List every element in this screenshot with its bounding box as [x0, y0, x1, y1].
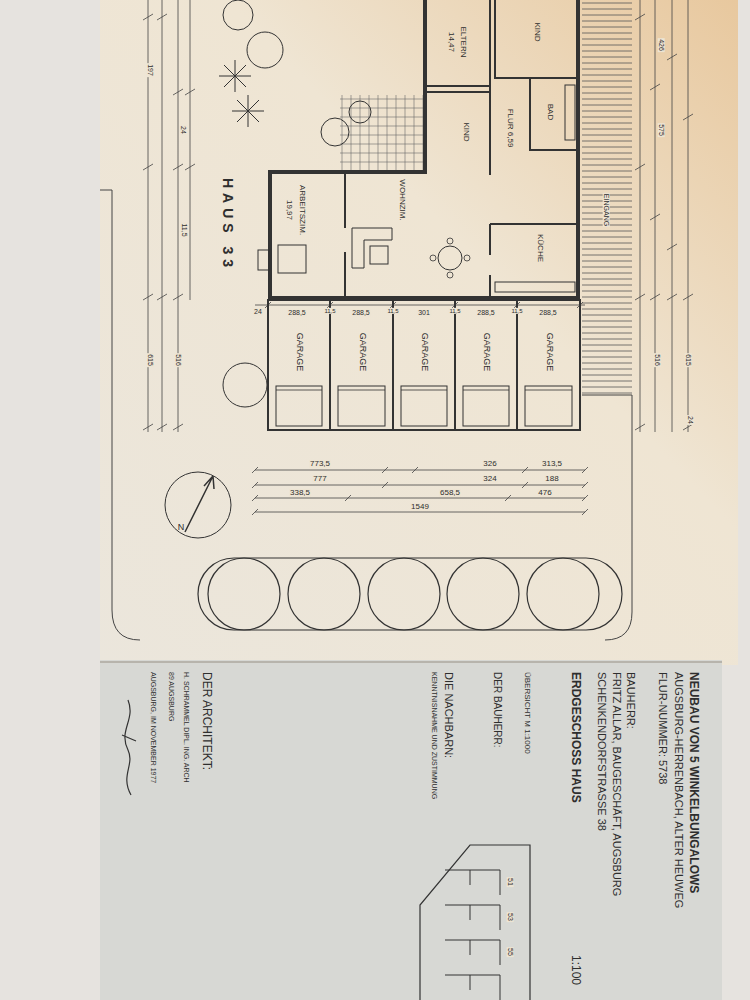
room-label: KÜCHE [492, 226, 577, 280]
title-text: ÜBERSICHT M 1:1000 [523, 672, 531, 754]
dimension-text: 777 [312, 475, 327, 483]
room-name: BAD [546, 104, 554, 120]
plot-number: 53 [506, 912, 513, 922]
entrance-label: EINGANG [602, 193, 609, 227]
dimension-text: 773,5 [309, 460, 331, 468]
house-name: HAUS 33 [221, 178, 236, 272]
room-name: FLUR 6,59 [506, 109, 514, 148]
title-text: KENNTNISNAHME UND ZUSTIMMUNG [430, 672, 437, 799]
dimension-text: 24 [179, 125, 186, 135]
title-text: FRITZ ALLAR, BAUGESCHÄFT, AUGSBURG [610, 672, 622, 896]
dimension-text: 324 [482, 475, 497, 483]
title-text: SCHENKENDORFSTRASSE 38 [595, 672, 607, 831]
title-text: DER ARCHITEKT: [201, 672, 214, 770]
dimension-text: 288,5 [287, 309, 307, 316]
title-text: NEUBAU VON 5 WINKELBUNGALOWS [688, 672, 701, 893]
plot-number: 55 [506, 947, 513, 957]
room-name: GARAGE [481, 333, 490, 372]
room-name: ARBEITSZIM. [298, 185, 306, 235]
room-name: GARAGE [544, 333, 553, 372]
room-label: ARBEITSZIM. 19,97 [272, 174, 344, 242]
dimension-text: 188 [544, 475, 559, 483]
title-text: AUGSBURG-HERRENBACH, ALTER HEUWEG [672, 672, 684, 908]
room-name: GARAGE [357, 333, 366, 372]
room-name: KÜCHE [536, 234, 544, 262]
dimension-text: 11,5 [448, 308, 461, 314]
dimension-text: 575 [657, 123, 664, 137]
plot-number: 51 [506, 877, 513, 887]
dimension-text: 615 [146, 353, 153, 367]
dimension-text: 11,5 [180, 222, 187, 237]
dimension-text: 326 [482, 460, 497, 468]
dimension-text: 24 [253, 308, 263, 315]
room-name: 19,97 [285, 200, 293, 220]
dimension-text: 338,5 [289, 489, 311, 497]
title-text: DIE NACHBARN: [442, 672, 454, 758]
room-label: KIND [427, 93, 489, 171]
dimension-text: 288,5 [476, 309, 496, 316]
dimension-text: 288,5 [538, 309, 558, 316]
title-block: NEUBAU VON 5 WINKELBUNGALOWS AUGSBURG-HER… [100, 662, 722, 1000]
garage-bay: GARAGE [396, 312, 452, 384]
room-name: 14,47 [447, 32, 455, 52]
dimension-text: 516 [174, 353, 181, 367]
title-text: 89 AUGSBURG [167, 672, 174, 721]
dimension-text: 1549 [410, 503, 430, 511]
dimension-text: 615 [684, 353, 691, 367]
title-text: ERDGESCHOSS HAUS [570, 672, 583, 803]
dimension-text: 11,5 [386, 308, 399, 314]
room-name: WOHNZIM. [398, 179, 406, 220]
room-label: WOHNZIM. [347, 174, 489, 226]
garage-bay: GARAGE [271, 312, 327, 384]
room-name: ELTERN [459, 27, 467, 58]
room-name: KIND [462, 122, 470, 141]
dimension-text: 658,5 [439, 489, 461, 497]
room-label: ELTERN 14,47 [427, 0, 489, 84]
title-text: 1:100 [570, 955, 583, 985]
room-label: FLUR 6,59 [491, 88, 529, 172]
dimension-text: 426 [657, 38, 664, 52]
room-label: BAD [531, 80, 563, 148]
north-letter: N [178, 523, 185, 532]
dimension-text: 288,5 [351, 309, 371, 316]
garage-bay: GARAGE [520, 312, 577, 384]
garage-bay: GARAGE [333, 312, 390, 384]
room-name: GARAGE [419, 333, 428, 372]
room-label: KIND [497, 0, 577, 77]
title-text: DER BAUHERR: [492, 672, 503, 748]
room-name: GARAGE [294, 333, 303, 372]
garage-bay: GARAGE [458, 312, 514, 384]
dimension-text: 476 [537, 489, 552, 497]
dimension-text: 516 [653, 353, 660, 367]
dimension-text: 301 [417, 309, 431, 316]
dimension-text: 197 [146, 63, 153, 77]
title-text: H. SCHRAMMEL DIPL. ING. ARCH [182, 672, 189, 783]
dimension-text: 11,5 [510, 308, 523, 314]
room-name: KIND [533, 22, 541, 41]
dimension-text: 11,5 [323, 308, 336, 314]
dimension-text: 24 [686, 415, 693, 425]
dimension-text: 313,5 [541, 460, 563, 468]
title-text: AUGSBURG, IM NOVEMBER 1977 [149, 672, 156, 783]
title-text: FLUR-NUMMER: 5738 [656, 672, 668, 784]
title-text: BAUHERR: [624, 672, 636, 729]
